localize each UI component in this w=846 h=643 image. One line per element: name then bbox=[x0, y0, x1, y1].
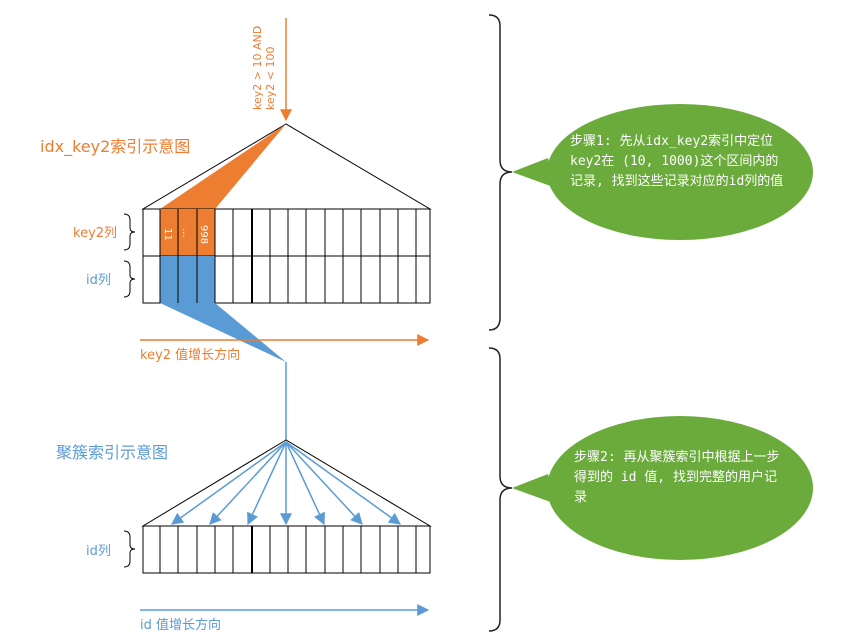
cell-value-998: 998 bbox=[198, 225, 209, 244]
id-row-brace-secondary bbox=[123, 260, 136, 298]
step1-brace bbox=[488, 14, 513, 331]
secondary-index-id-row bbox=[142, 255, 431, 304]
step1-callout-shape bbox=[512, 104, 813, 240]
id-direction-label: id 值增长方向 bbox=[140, 617, 221, 633]
fan-out-arrows bbox=[171, 441, 401, 526]
key2-direction-label: key2 值增长方向 bbox=[140, 347, 240, 363]
step2-text: 步骤2: 再从聚簇索引中根据上一步得到的 id 值, 找到完整的用户记录 bbox=[574, 450, 780, 505]
step2-callout-shape bbox=[512, 416, 813, 560]
cell-value-11: 11 bbox=[162, 228, 173, 241]
id-row-brace-clustered bbox=[123, 530, 136, 568]
clustered-index-id-row bbox=[142, 525, 431, 574]
secondary-index-title: idx_key2索引示意图 bbox=[40, 137, 190, 157]
id-row-label-secondary: id列 bbox=[86, 273, 111, 288]
fan-arrow bbox=[209, 441, 287, 525]
key2-row-label: key2列 bbox=[73, 226, 117, 241]
query-condition-line1: key2 > 10 AND bbox=[251, 26, 264, 110]
fan-arrow bbox=[247, 441, 287, 526]
step1-text: 步骤1: 先从idx_key2索引中定位 key2在 (10, 1000)这个区… bbox=[570, 134, 784, 189]
step2-brace bbox=[488, 347, 513, 632]
fan-arrow bbox=[285, 441, 363, 525]
fan-arrow bbox=[285, 441, 401, 525]
key2-row-brace bbox=[123, 213, 136, 251]
id-funnel bbox=[160, 303, 286, 362]
secondary-index-key-row bbox=[142, 208, 431, 257]
query-condition-line2: key2 < 100 bbox=[264, 47, 277, 110]
fan-arrow bbox=[285, 441, 325, 526]
clustered-index-title: 聚簇索引示意图 bbox=[56, 443, 168, 462]
key-range-highlight bbox=[160, 124, 286, 209]
cell-value-ellipsis: ... bbox=[180, 228, 191, 238]
id-row-label-clustered: id列 bbox=[86, 544, 111, 559]
fan-arrow bbox=[171, 441, 287, 525]
